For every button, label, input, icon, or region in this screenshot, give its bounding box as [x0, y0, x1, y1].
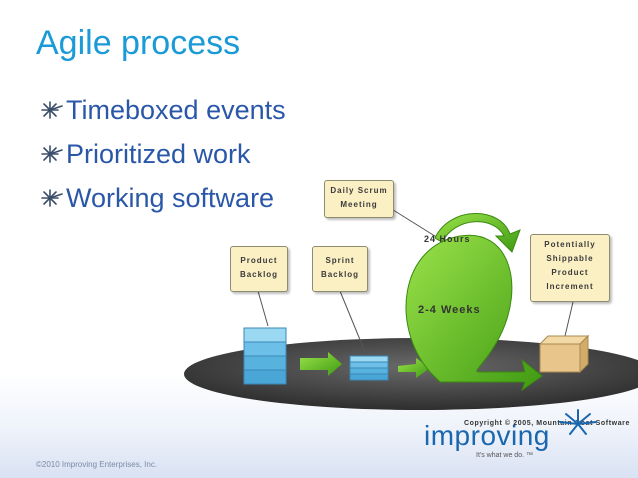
- note-line: Product: [240, 256, 278, 265]
- bullet-text: Timeboxed events: [66, 94, 286, 125]
- sprint-cycle-label: 2-4 Weeks: [418, 304, 481, 316]
- sprint-loop-arrow: [405, 234, 543, 392]
- arrow-to-loop: [398, 358, 430, 378]
- note-line: Backlog: [320, 270, 360, 279]
- bullet-text: Working software: [66, 182, 275, 213]
- logo-tagline: It's what we do. ™: [476, 452, 533, 459]
- note-line: Backlog: [239, 270, 279, 279]
- daily-loop-arrow: [434, 213, 521, 253]
- scrum-diagram-graphic: [184, 207, 638, 410]
- arrow-to-sprint: [300, 352, 342, 376]
- note-line: Product: [551, 268, 589, 277]
- note-line: Potentially: [544, 240, 596, 249]
- bullet-item: Prioritized work: [36, 132, 286, 176]
- note-line: Meeting: [340, 200, 378, 209]
- logo-wordmark: improving: [424, 420, 550, 451]
- bullet-item: Working software: [36, 176, 286, 220]
- daily-cycle-label: 24 Hours: [424, 234, 471, 244]
- potentially-shippable-note: Potentially Shippable Product Increment: [530, 234, 610, 302]
- product-backlog-stack: [243, 327, 287, 385]
- sparkle-bullet-icon: [41, 189, 63, 207]
- starburst-logo-icon: [559, 409, 597, 435]
- product-backlog-note: Product Backlog: [230, 246, 288, 292]
- diagram-copyright: Copyright © 2005, Mountain Goat Software: [463, 420, 630, 427]
- footer-copyright: ©2010 Improving Enterprises, Inc.: [36, 460, 158, 469]
- improving-logo: improving It's what we do. ™: [424, 408, 624, 464]
- scrum-diagram: Daily Scrum Meeting Product Backlog Spri…: [180, 176, 638, 416]
- note-line: Increment: [546, 282, 594, 291]
- sparkle-bullet-icon: [41, 145, 63, 163]
- platform-disc: [184, 338, 638, 410]
- bullet-list: Timeboxed events Prioritized work Workin…: [36, 88, 286, 220]
- sprint-backlog-note: Sprint Backlog: [312, 246, 368, 292]
- sparkle-bullet-icon: [41, 101, 63, 119]
- daily-scrum-note: Daily Scrum Meeting: [324, 180, 394, 218]
- slide-title: Agile process: [36, 24, 241, 62]
- shippable-product-box: [538, 334, 590, 374]
- note-line: Daily Scrum: [330, 186, 388, 195]
- bullet-text: Prioritized work: [66, 138, 251, 169]
- note-line: Sprint: [325, 256, 355, 265]
- sprint-backlog-stack: [349, 355, 389, 381]
- note-line: Shippable: [546, 254, 594, 263]
- bullet-item: Timeboxed events: [36, 88, 286, 132]
